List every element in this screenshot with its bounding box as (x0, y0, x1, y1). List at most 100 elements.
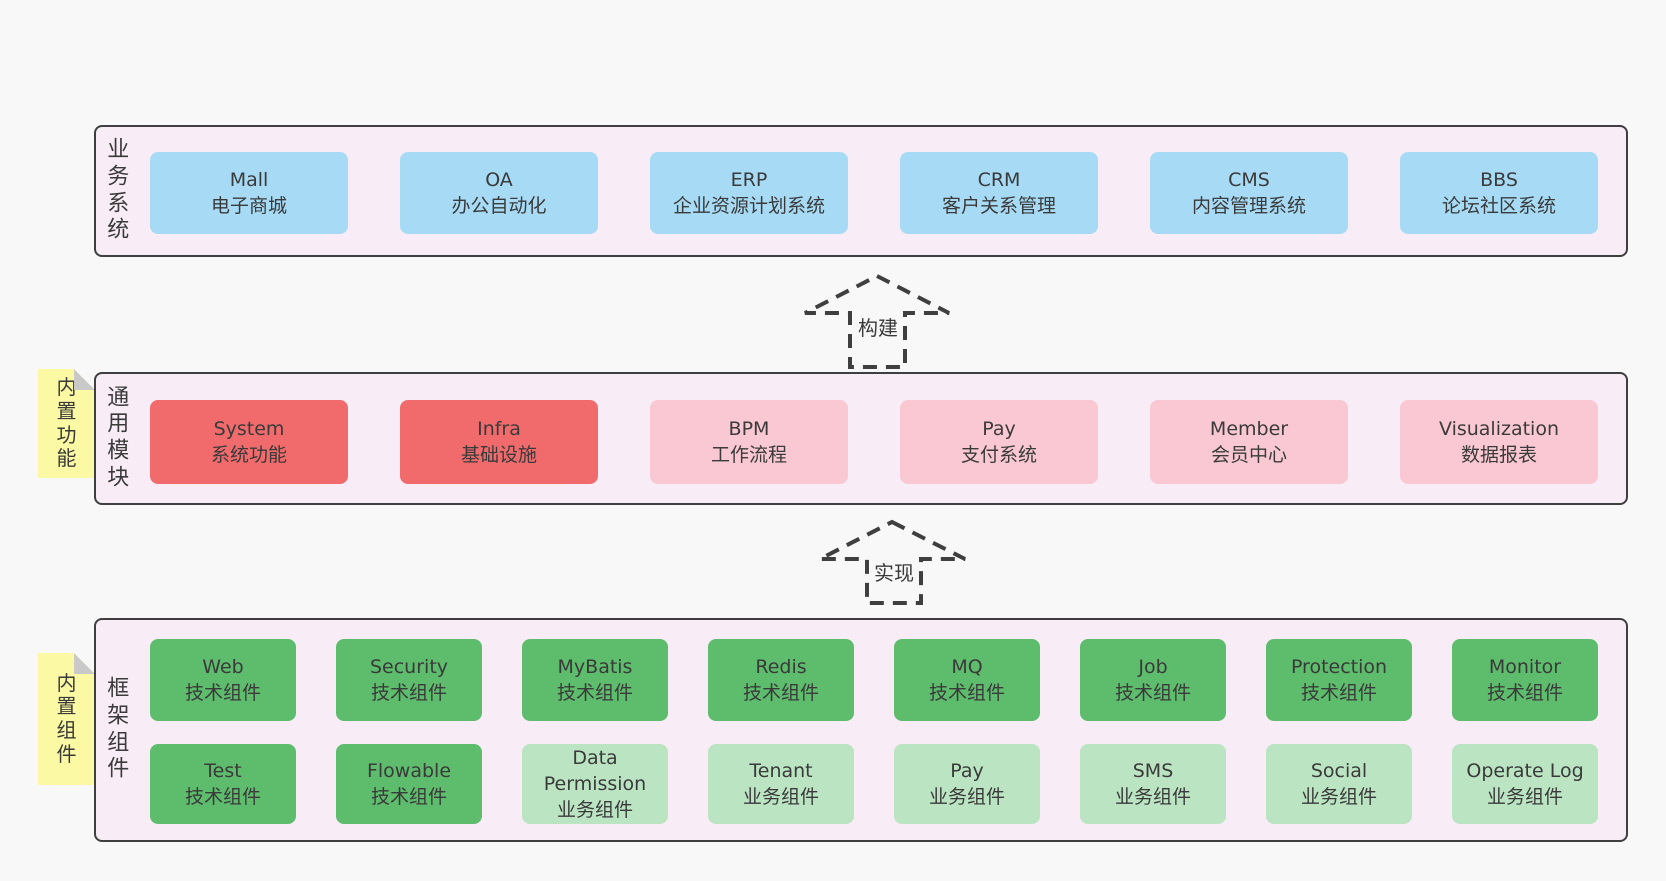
box-desc: 技术组件 (1300, 682, 1377, 704)
box-desc: 支付系统 (960, 444, 1037, 466)
box-sms: SMS 业务组件 (1080, 744, 1226, 824)
box-desc: 基础设施 (460, 444, 537, 466)
box-desc: 业务组件 (1114, 786, 1191, 808)
box-desc: 工作流程 (710, 444, 787, 466)
box-desc: 技术组件 (370, 786, 447, 808)
box-desc: 技术组件 (742, 682, 819, 704)
box-name: Test (204, 759, 242, 782)
box-desc: 业务组件 (556, 799, 633, 822)
box-test: Test 技术组件 (150, 744, 296, 824)
box-crm: CRM 客户关系管理 (900, 152, 1098, 234)
box-pay-component: Pay 业务组件 (894, 744, 1040, 824)
box-name: Visualization (1438, 417, 1559, 440)
box-name: BPM (728, 417, 770, 440)
box-name: Data Permission (543, 746, 647, 795)
box-social: Social 业务组件 (1266, 744, 1412, 824)
business-systems-row: Mall 电子商城 OA 办公自动化 ERP 企业资源计划系统 CRM 客户关系… (150, 152, 1598, 234)
box-job: Job 技术组件 (1080, 639, 1226, 721)
arrow-label: 构建 (855, 311, 901, 342)
box-system: System 系统功能 (150, 400, 348, 484)
box-name: Social (1310, 759, 1368, 782)
box-name: Protection (1290, 655, 1388, 678)
box-name: OA (485, 168, 513, 191)
box-name: CRM (977, 168, 1021, 191)
box-web: Web 技术组件 (150, 639, 296, 721)
common-modules-panel: 通用模块 System 系统功能 Infra 基础设施 BPM 工作流程 Pay… (94, 372, 1628, 505)
box-desc: 业务组件 (1486, 786, 1563, 808)
box-visualization: Visualization 数据报表 (1400, 400, 1598, 484)
box-name: Infra (477, 417, 521, 440)
box-redis: Redis 技术组件 (708, 639, 854, 721)
box-name: ERP (730, 168, 768, 191)
panel-label-framework-components: 框架组件 (107, 676, 130, 782)
box-operate-log: Operate Log 业务组件 (1452, 744, 1598, 824)
box-name: Member (1209, 417, 1289, 440)
box-tenant: Tenant 业务组件 (708, 744, 854, 824)
box-desc: 技术组件 (556, 682, 633, 704)
box-security: Security 技术组件 (336, 639, 482, 721)
framework-components-row-2: Test 技术组件 Flowable 技术组件 Data Permission … (150, 744, 1598, 824)
box-name: Web (202, 655, 244, 678)
box-mybatis: MyBatis 技术组件 (522, 639, 668, 721)
box-name: Pay (950, 759, 984, 782)
box-name: Security (369, 655, 449, 678)
dashed-up-arrow-icon (819, 519, 966, 605)
folded-corner-icon (74, 653, 95, 674)
box-oa: OA 办公自动化 (400, 152, 598, 234)
implement-arrow: 实现 (816, 516, 972, 608)
box-desc: 业务组件 (1300, 786, 1377, 808)
box-flowable: Flowable 技术组件 (336, 744, 482, 824)
box-desc: 数据报表 (1460, 444, 1537, 466)
box-erp: ERP 企业资源计划系统 (650, 152, 848, 234)
box-name: Mall (229, 168, 269, 191)
box-name: SMS (1132, 759, 1174, 782)
box-desc: 系统功能 (210, 444, 287, 466)
box-name: Flowable (366, 759, 452, 782)
framework-components-panel: 框架组件 Web 技术组件 Security 技术组件 MyBatis 技术组件… (94, 618, 1628, 842)
box-cms: CMS 内容管理系统 (1150, 152, 1348, 234)
box-name: MyBatis (557, 655, 633, 678)
sticky-note-builtin-components: 内置组件 (38, 653, 95, 785)
box-desc: 技术组件 (184, 682, 261, 704)
box-desc: 业务组件 (742, 786, 819, 808)
box-name: BBS (1480, 168, 1518, 191)
box-desc: 论坛社区系统 (1441, 195, 1556, 217)
common-modules-row: System 系统功能 Infra 基础设施 BPM 工作流程 Pay 支付系统… (150, 400, 1598, 484)
box-name: Monitor (1488, 655, 1562, 678)
box-protection: Protection 技术组件 (1266, 639, 1412, 721)
box-bpm: BPM 工作流程 (650, 400, 848, 484)
box-name: Operate Log (1466, 759, 1584, 782)
panel-label-business-systems: 业务系统 (107, 137, 130, 243)
box-desc: 客户关系管理 (941, 195, 1056, 217)
box-desc: 技术组件 (1486, 682, 1563, 704)
box-monitor: Monitor 技术组件 (1452, 639, 1598, 721)
box-desc: 内容管理系统 (1191, 195, 1306, 217)
box-bbs: BBS 论坛社区系统 (1400, 152, 1598, 234)
sticky-note-label: 内置功能 (56, 375, 77, 471)
framework-components-row-1: Web 技术组件 Security 技术组件 MyBatis 技术组件 Redi… (150, 639, 1598, 721)
business-systems-panel: 业务系统 Mall 电子商城 OA 办公自动化 ERP 企业资源计划系统 CRM… (94, 125, 1628, 257)
box-name: Pay (982, 417, 1016, 440)
box-desc: 电子商城 (210, 195, 287, 217)
box-name: MQ (951, 655, 983, 678)
box-name: Redis (755, 655, 807, 678)
box-desc: 技术组件 (370, 682, 447, 704)
build-arrow: 构建 (800, 270, 956, 372)
panel-label-common-modules: 通用模块 (107, 384, 130, 491)
box-desc: 企业资源计划系统 (672, 195, 825, 217)
folded-corner-icon (74, 369, 95, 390)
box-mq: MQ 技术组件 (894, 639, 1040, 721)
box-pay-module: Pay 支付系统 (900, 400, 1098, 484)
box-mall: Mall 电子商城 (150, 152, 348, 234)
box-desc: 技术组件 (184, 786, 261, 808)
box-data-permission: Data Permission 业务组件 (522, 744, 668, 824)
box-member: Member 会员中心 (1150, 400, 1348, 484)
box-name: CMS (1228, 168, 1270, 191)
sticky-note-builtin-features: 内置功能 (38, 369, 95, 478)
box-name: Job (1138, 655, 1168, 678)
box-desc: 会员中心 (1210, 444, 1287, 466)
sticky-note-label: 内置组件 (56, 670, 77, 766)
box-desc: 办公自动化 (451, 195, 547, 217)
box-infra: Infra 基础设施 (400, 400, 598, 484)
